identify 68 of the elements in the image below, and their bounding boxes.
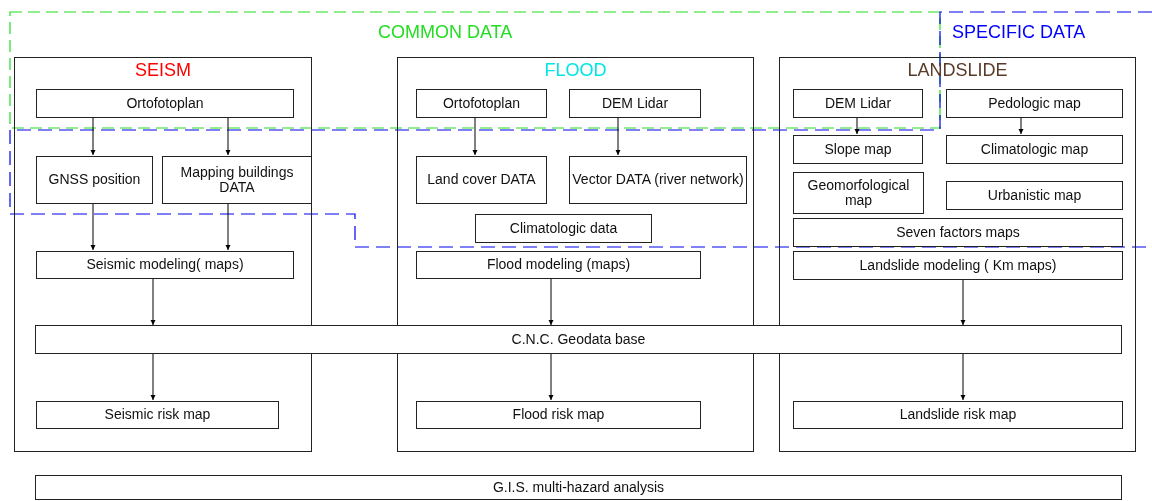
panel-frame (14, 57, 312, 452)
box-label: Landslide modeling ( Km maps) (859, 257, 1057, 274)
panel-frame (397, 57, 754, 452)
box-label: Seven factors maps (896, 224, 1020, 241)
box-label: Seismic modeling( maps) (86, 257, 244, 273)
process-box (416, 156, 547, 204)
box-label: Climatologic map (980, 141, 1089, 158)
process-box (475, 214, 652, 243)
process-box (793, 251, 1123, 280)
process-box (946, 135, 1123, 164)
box-label: C.N.C. Geodata base (511, 331, 646, 348)
box-label: GNSS position (48, 172, 141, 188)
arrow (150, 353, 156, 401)
box-label: Ortofotoplan (442, 95, 521, 112)
region-label: COMMON DATA (378, 22, 513, 43)
process-box (35, 325, 1122, 354)
arrow (960, 353, 966, 401)
process-box (36, 156, 153, 204)
panel-title: SEISM (134, 60, 192, 81)
process-box (793, 401, 1123, 429)
arrow (615, 116, 621, 156)
arrow (548, 353, 554, 401)
process-box (569, 156, 747, 204)
arrow (150, 277, 156, 326)
box-label: Geomorfological map (806, 177, 911, 209)
box-label: Land cover DATA (427, 172, 536, 188)
arrow (960, 278, 966, 326)
panel-title: LANDSLIDE (906, 60, 1009, 81)
arrow (225, 202, 231, 251)
region-label: SPECIFIC DATA (952, 22, 1086, 43)
process-box (35, 475, 1122, 500)
box-label: Vector DATA (river network) (572, 172, 744, 188)
panel-frame (779, 57, 1136, 452)
process-box (36, 251, 294, 279)
process-box (946, 89, 1123, 118)
process-box (793, 218, 1123, 247)
arrow (90, 116, 96, 156)
box-label: Pedologic map (988, 95, 1081, 112)
box-label: DEM Lidar (824, 95, 892, 112)
box-label: Flood risk map (512, 407, 605, 423)
process-box (793, 135, 923, 164)
box-label: Slope map (824, 141, 892, 158)
arrow (1018, 116, 1024, 135)
box-label: DEM Lidar (601, 95, 669, 112)
box-label: Seismic risk map (104, 407, 211, 423)
arrow (854, 116, 860, 135)
box-label: Landslide risk map (899, 407, 1017, 423)
process-box (946, 181, 1123, 210)
process-box (416, 89, 547, 118)
process-box (36, 89, 294, 118)
box-label: G.I.S. multi-hazard analysis (492, 479, 665, 496)
arrow (548, 277, 554, 326)
process-box (793, 89, 923, 118)
process-box (793, 172, 924, 214)
box-label: Urbanistic map (987, 187, 1082, 204)
arrow (90, 202, 96, 251)
box-label: Climatologic data (509, 220, 618, 237)
panel-title: FLOOD (543, 60, 608, 81)
process-box (36, 401, 279, 429)
box-label: Mapping buildings DATA (179, 164, 295, 196)
process-box (416, 401, 701, 429)
process-box (416, 251, 701, 279)
arrow (225, 116, 231, 156)
process-box (162, 156, 312, 204)
box-label: Ortofotoplan (126, 95, 204, 112)
box-label: Flood modeling (maps) (486, 257, 631, 273)
arrow (472, 116, 478, 156)
process-box (569, 89, 701, 118)
